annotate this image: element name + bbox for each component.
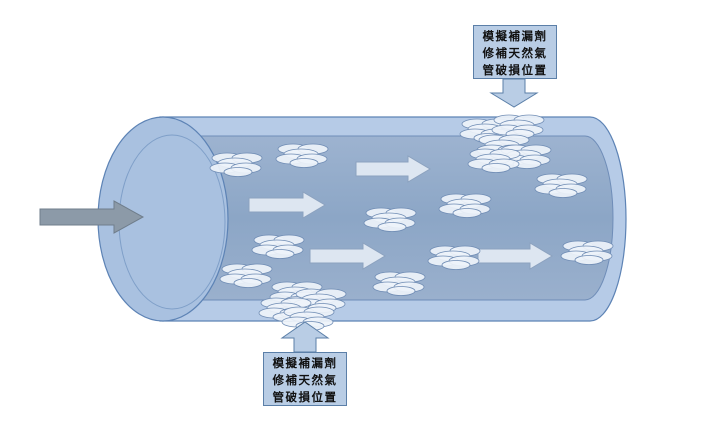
- flow-arrow-icon: [248, 191, 326, 219]
- flow-arrow-icon: [477, 242, 553, 270]
- flow-arrows: [248, 155, 553, 270]
- callout-line: 管破損位置: [272, 390, 338, 404]
- callout-line: 修補天然氣: [272, 373, 338, 387]
- leak-callout-bottom: 模擬補漏劑 修補天然氣 管破損位置: [263, 352, 347, 406]
- leak-callout-top: 模擬補漏劑 修補天然氣 管破損位置: [473, 25, 557, 79]
- callout-line: 修補天然氣: [482, 46, 548, 60]
- inlet-arrow-icon: [39, 200, 145, 234]
- callout-line: 管破損位置: [482, 63, 548, 77]
- flow-arrow-icon: [355, 155, 431, 183]
- up-arrow-icon: [280, 321, 330, 353]
- callout-line: 模擬補漏劑: [482, 29, 548, 43]
- flow-arrow-icon: [309, 242, 386, 270]
- down-arrow-icon: [489, 78, 539, 108]
- callout-line: 模擬補漏劑: [272, 356, 338, 370]
